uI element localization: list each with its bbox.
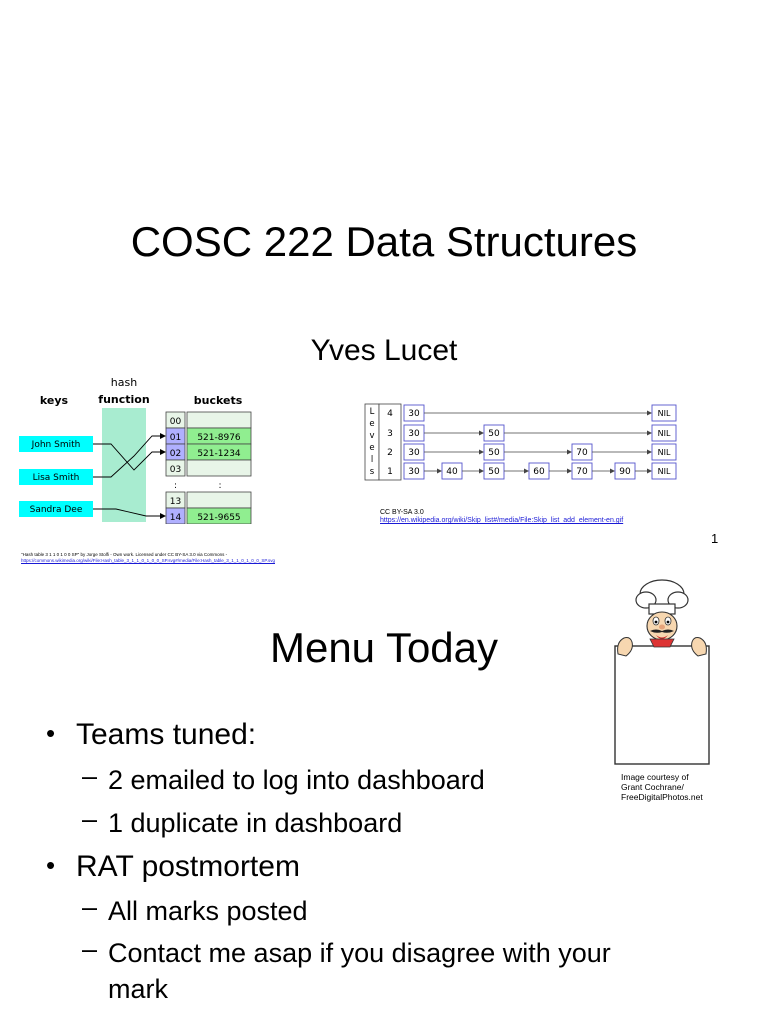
index-label: 00 [170, 417, 182, 427]
levels-letter: v [369, 431, 374, 441]
chef-credit-line: Image courtesy of [621, 772, 689, 782]
chef-sign-board [614, 645, 710, 765]
label-keys: keys [40, 394, 69, 407]
sub-bullet-continuation: mark [108, 974, 168, 1004]
skip-head-value: 30 [408, 448, 420, 458]
sub-bullet-text: Contact me asap if you disagree with you… [108, 938, 611, 968]
skip-node-value: 50 [488, 429, 500, 439]
bullet-text: Teams tuned: [76, 718, 257, 751]
skip-list-credit: CC BY-SA 3.0 https://en.wikipedia.org/wi… [380, 509, 623, 525]
label-function: function [98, 393, 149, 406]
skip-node-value: 70 [576, 467, 588, 477]
hash-mapping-lines [93, 435, 164, 517]
chef-image-credit: Image courtesy of Grant Cochrane/ FreeDi… [621, 772, 703, 802]
bucket-cell [186, 459, 252, 477]
skip-head-value: 30 [408, 409, 420, 419]
skip-list-diagram: L e v e l s 4 3 2 1 30 30 30 30 [364, 403, 677, 481]
slide-title: COSC 222 Data Structures [130, 218, 638, 265]
levels-letter: L [370, 407, 375, 417]
bullet-item: • RAT postmortem [46, 850, 300, 884]
bullet-item: • Teams tuned: [46, 718, 257, 752]
hash-table-diagram: hash function keys buckets John Smith Li… [19, 376, 252, 524]
chef-face-icon [646, 611, 678, 641]
skip-head-value: 30 [408, 467, 420, 477]
level-number: 3 [387, 429, 393, 439]
level-number: 2 [387, 448, 393, 458]
chef-hat-icon [635, 579, 689, 615]
bullet-text: RAT postmortem [76, 850, 300, 883]
hash-credit-link[interactable]: https://commons.wikimedia.org/wiki/File:… [21, 558, 275, 563]
skip-arrowheads [437, 410, 652, 474]
skip-nil: NIL [658, 467, 671, 476]
sub-bullet-item: – Contact me asap if you disagree with y… [82, 934, 611, 969]
sub-bullet-item: – 1 duplicate in dashboard [82, 804, 403, 839]
index-label: 01 [170, 433, 181, 443]
bucket-cell [186, 491, 252, 509]
chef-credit-line: FreeDigitalPhotos.net [621, 792, 703, 802]
index-cell [165, 459, 186, 477]
skip-node-value: 60 [533, 467, 545, 477]
chef-credit-line: Grant Cochrane/ [621, 782, 684, 792]
author-name: Yves Lucet [310, 334, 458, 367]
skip-node-value: 50 [488, 448, 500, 458]
key-box [19, 436, 93, 452]
bullet-marker: • [46, 718, 56, 748]
levels-letter: e [369, 419, 374, 429]
ellipsis: : [174, 481, 177, 491]
levels-letter: e [369, 443, 374, 453]
sub-bullet-item: – 2 emailed to log into dashboard [82, 761, 485, 796]
hash-credit-text: "Hash table 3 1 1 0 1 0 0 SP" by Jorge S… [21, 552, 228, 557]
skip-license: CC BY-SA 3.0 [380, 509, 424, 516]
slide-title: Menu Today [269, 624, 499, 671]
key-box [19, 501, 93, 517]
ellipsis: : [218, 481, 221, 491]
index-label: 13 [170, 497, 181, 507]
skip-node-value: 70 [576, 448, 588, 458]
level-number: 4 [387, 409, 393, 419]
level-number: 1 [387, 467, 393, 477]
skip-nil: NIL [658, 448, 671, 457]
index-label: 03 [170, 465, 181, 475]
hash-mapping-arrowheads [160, 433, 166, 519]
level-number-column [378, 403, 402, 481]
sub-bullet-marker: – [82, 934, 98, 964]
skip-nil: NIL [658, 409, 671, 418]
sub-bullet-marker: – [82, 892, 98, 922]
skip-pointers [424, 412, 650, 472]
bucket-value: 521-1234 [197, 449, 241, 459]
bullet-marker: • [46, 850, 56, 880]
chef-hands-icon [617, 637, 707, 657]
bucket-cell [186, 411, 252, 429]
skip-head-value: 30 [408, 429, 420, 439]
key-box [19, 469, 93, 485]
sub-bullet-text: 1 duplicate in dashboard [108, 808, 403, 838]
sub-bullet-marker: – [82, 804, 98, 834]
key-label: Lisa Smith [33, 473, 80, 483]
chef-illustration [614, 579, 710, 765]
skip-node-value: 40 [446, 467, 458, 477]
key-label: Sandra Dee [30, 505, 83, 515]
bucket-cell [186, 507, 252, 524]
skip-credit-link[interactable]: https://en.wikipedia.org/wiki/Skip_list#… [380, 517, 624, 524]
levels-letter: s [370, 467, 375, 477]
levels-letter: l [371, 455, 373, 465]
index-label: 02 [170, 449, 181, 459]
hash-diagram-credit: "Hash table 3 1 1 0 1 0 0 SP" by Jorge S… [21, 552, 275, 564]
index-label: 14 [170, 513, 182, 523]
sub-bullet-text: 2 emailed to log into dashboard [108, 765, 485, 795]
key-label: John Smith [31, 440, 81, 450]
sub-bullet-item: – All marks posted [82, 892, 308, 927]
bucket-value: 521-8976 [197, 433, 241, 443]
page-number: 1 [711, 531, 719, 546]
label-hash: hash [111, 376, 137, 389]
chef-scarf-icon [649, 638, 675, 648]
skip-node-value: 50 [488, 467, 500, 477]
bucket-value: 521-9655 [197, 513, 240, 523]
label-buckets: buckets [194, 394, 243, 407]
skip-nil: NIL [658, 429, 671, 438]
sub-bullet-text: All marks posted [108, 896, 308, 926]
skip-node-value: 90 [619, 467, 631, 477]
sub-bullet-marker: – [82, 761, 98, 791]
